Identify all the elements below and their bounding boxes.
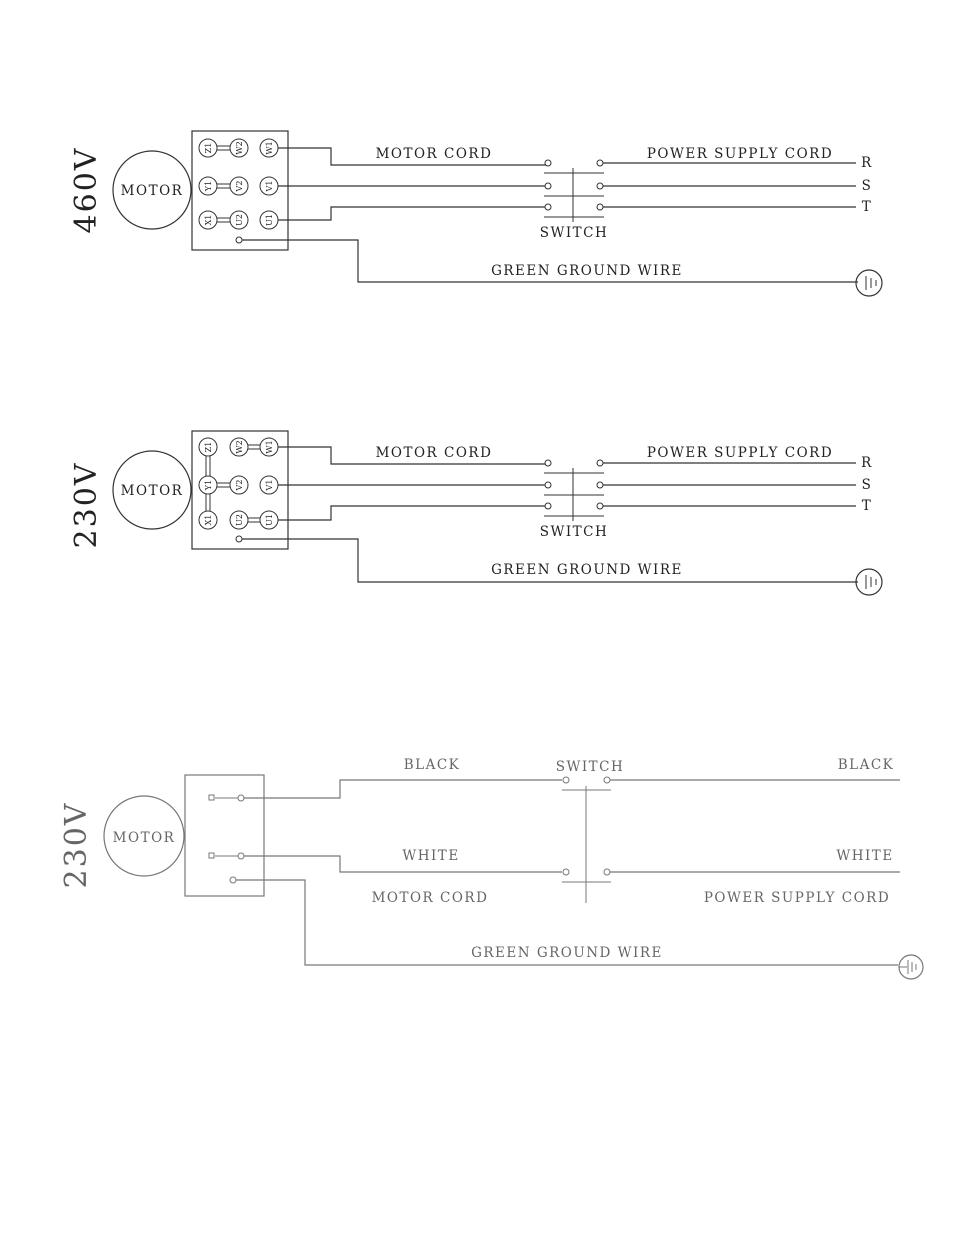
- white-wire-label-right: WHITE: [836, 848, 893, 864]
- motor-label: MOTOR: [113, 830, 176, 846]
- terminal-box: [185, 775, 264, 896]
- svg-text:U2: U2: [235, 514, 244, 526]
- phase-t-label: T: [862, 199, 873, 215]
- motor-label: MOTOR: [121, 483, 184, 499]
- svg-text:U1: U1: [265, 214, 274, 226]
- phase-t-label: T: [862, 498, 873, 514]
- switch-label: SWITCH: [556, 759, 625, 775]
- ground-wire-label: GREEN GROUND WIRE: [471, 945, 663, 961]
- switch-symbol: [544, 160, 604, 222]
- svg-text:Y1: Y1: [204, 181, 213, 192]
- diagram-230v-three-phase: 230V MOTOR Z1 W2 W1 Y1 V2 V1 X1 U2 U1: [69, 431, 882, 595]
- svg-text:W2: W2: [235, 440, 244, 453]
- motor-cord-label: MOTOR CORD: [376, 445, 493, 461]
- switch-symbol: [544, 460, 604, 521]
- svg-text:U1: U1: [265, 514, 274, 526]
- switch-symbol: [562, 777, 611, 903]
- motor-cord-label: MOTOR CORD: [372, 890, 489, 906]
- ground-wire-label: GREEN GROUND WIRE: [491, 562, 683, 578]
- ground-icon: [856, 270, 882, 296]
- motor-label: MOTOR: [121, 183, 184, 199]
- ground-icon: [899, 955, 923, 979]
- switch-label: SWITCH: [540, 225, 609, 241]
- terminal-grid: Z1 W2 W1 Y1 V2 V1 X1 U2 U1: [199, 139, 278, 243]
- svg-text:Z1: Z1: [204, 143, 213, 154]
- motor-cord-label: MOTOR CORD: [376, 146, 493, 162]
- svg-text:U2: U2: [235, 214, 244, 226]
- phase-r-label: R: [861, 155, 873, 171]
- black-wire-label-right: BLACK: [838, 757, 895, 773]
- white-wire-label-left: WHITE: [402, 848, 459, 864]
- diagram-460v-three-phase: 460V MOTOR Z1 W2 W1 Y1 V2 V1 X1 U2 U1: [69, 131, 882, 296]
- svg-text:X1: X1: [204, 515, 213, 526]
- phase-s-label: S: [862, 178, 873, 194]
- svg-text:X1: X1: [204, 215, 213, 226]
- switch-label: SWITCH: [540, 524, 609, 540]
- svg-text:V2: V2: [235, 480, 244, 492]
- svg-text:V2: V2: [235, 181, 244, 193]
- svg-text:W1: W1: [265, 141, 274, 154]
- voltage-label-460v: 460V: [69, 147, 104, 234]
- power-cord-label: POWER SUPPLY CORD: [647, 445, 833, 461]
- power-cord-label: POWER SUPPLY CORD: [647, 146, 833, 162]
- power-cord-label: POWER SUPPLY CORD: [704, 890, 890, 906]
- voltage-label-230v: 230V: [69, 462, 104, 549]
- svg-text:W1: W1: [265, 440, 274, 453]
- phase-s-label: S: [862, 477, 873, 493]
- black-wire-label-left: BLACK: [404, 757, 461, 773]
- terminal-grid: Z1 W2 W1 Y1 V2 V1 X1 U2 U1: [199, 438, 278, 542]
- phase-r-label: R: [861, 455, 873, 471]
- svg-text:W2: W2: [235, 141, 244, 154]
- svg-text:V1: V1: [265, 480, 274, 492]
- svg-text:Z1: Z1: [204, 442, 213, 453]
- terminal-block: [209, 795, 244, 883]
- diagram-230v-single-phase: 230V MOTOR SWITCH BLACK BLACK WHIT: [59, 757, 923, 979]
- ground-icon: [856, 569, 882, 595]
- svg-text:V1: V1: [265, 181, 274, 193]
- svg-text:Y1: Y1: [204, 480, 213, 491]
- ground-wire-label: GREEN GROUND WIRE: [491, 263, 683, 279]
- voltage-label-230v-single: 230V: [59, 802, 94, 889]
